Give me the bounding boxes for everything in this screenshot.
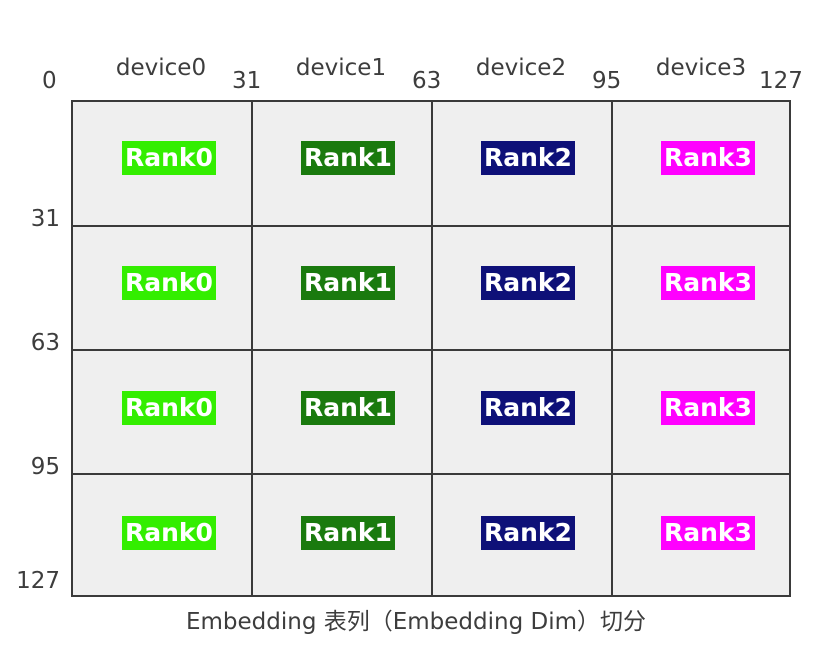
cell-rank-r1c3: Rank3	[661, 266, 755, 300]
cell-rank-r0c1: Rank1	[301, 141, 395, 175]
top-tick-63: 63	[412, 68, 442, 94]
top-tick-0: 0	[42, 68, 57, 94]
cell-rank-r3c2: Rank2	[481, 516, 575, 550]
cell-rank-r0c2: Rank2	[481, 141, 575, 175]
left-tick-31: 31	[30, 206, 60, 232]
cell-rank-r2c0: Rank0	[122, 391, 216, 425]
grid-vline-3	[611, 102, 613, 595]
left-tick-95: 95	[30, 454, 60, 480]
column-label-device1: device1	[295, 55, 387, 81]
cell-rank-r0c3: Rank3	[661, 141, 755, 175]
column-label-device0: device0	[115, 55, 207, 81]
cell-rank-r1c2: Rank2	[481, 266, 575, 300]
figure-caption: Embedding 表列（Embedding Dim）切分	[185, 609, 647, 635]
column-label-device3: device3	[655, 55, 747, 81]
cell-rank-r0c0: Rank0	[122, 141, 216, 175]
grid-hline-1	[73, 225, 789, 227]
cell-rank-r1c1: Rank1	[301, 266, 395, 300]
grid-vline-2	[431, 102, 433, 595]
top-tick-31: 31	[232, 68, 262, 94]
column-label-device2: device2	[475, 55, 567, 81]
cell-rank-r3c1: Rank1	[301, 516, 395, 550]
left-tick-63: 63	[30, 330, 60, 356]
top-tick-95: 95	[592, 68, 622, 94]
grid-hline-3	[73, 473, 789, 475]
cell-rank-r2c2: Rank2	[481, 391, 575, 425]
cell-rank-r2c1: Rank1	[301, 391, 395, 425]
cell-rank-r2c3: Rank3	[661, 391, 755, 425]
partition-grid	[71, 100, 791, 597]
cell-rank-r1c0: Rank0	[122, 266, 216, 300]
grid-hline-2	[73, 349, 789, 351]
top-tick-127: 127	[759, 68, 803, 94]
cell-rank-r3c3: Rank3	[661, 516, 755, 550]
grid-vline-1	[251, 102, 253, 595]
left-tick-127: 127	[16, 568, 60, 594]
cell-rank-r3c0: Rank0	[122, 516, 216, 550]
